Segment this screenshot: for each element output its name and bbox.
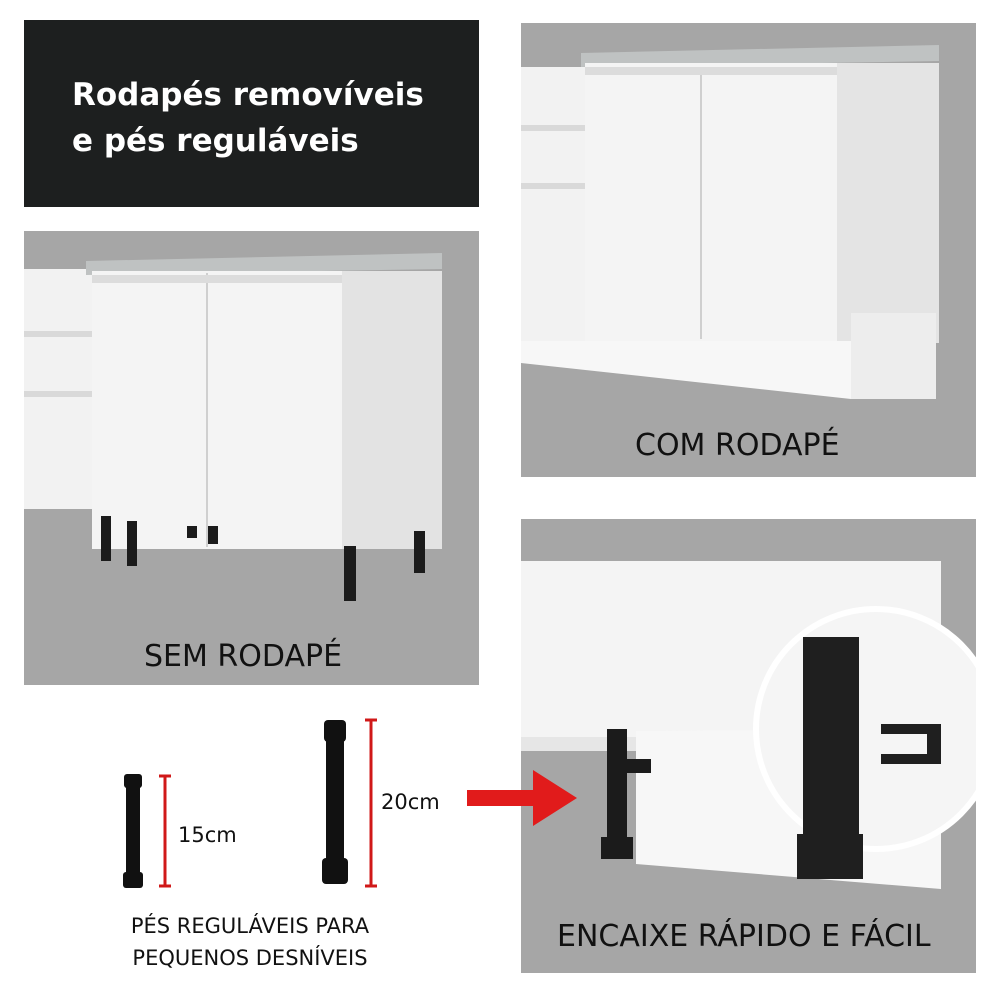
feet-caption-line-2: PEQUENOS DESNÍVEIS <box>132 946 368 970</box>
caption-with-baseboard: COM RODAPÉ <box>635 428 840 463</box>
title-banner: Rodapés removíveis e pés reguláveis <box>24 20 479 207</box>
zoom-circle-icon <box>753 606 976 879</box>
short-foot-label: 15cm <box>178 823 237 847</box>
caption-without-baseboard: SEM RODAPÉ <box>144 639 343 674</box>
cabinet-baseboard-illustration <box>521 45 939 399</box>
fitting-illustration <box>521 561 976 889</box>
cabinet-legs-illustration <box>24 253 442 601</box>
tall-foot-label: 20cm <box>381 790 440 814</box>
page-title: Rodapés removíveis e pés reguláveis <box>72 72 424 164</box>
tall-measure-line <box>365 718 377 888</box>
red-arrow-icon <box>467 770 577 826</box>
feet-caption-line-1: PÉS REGULÁVEIS PARA <box>130 914 370 938</box>
adjustable-foot-short-icon <box>123 774 143 888</box>
panel-with-baseboard: COM RODAPÉ <box>521 23 976 477</box>
adjustable-foot-tall-icon <box>322 720 348 884</box>
caption-fitting: ENCAIXE RÁPIDO E FÁCIL <box>557 919 931 954</box>
title-line-2: e pés reguláveis <box>72 123 359 159</box>
short-measure-line <box>159 774 171 888</box>
title-line-1: Rodapés removíveis <box>72 77 424 113</box>
feet-caption: PÉS REGULÁVEIS PARA PEQUENOS DESNÍVEIS <box>100 910 400 974</box>
panel-fitting: ENCAIXE RÁPIDO E FÁCIL <box>521 519 976 973</box>
panel-without-baseboard: SEM RODAPÉ <box>24 231 479 685</box>
